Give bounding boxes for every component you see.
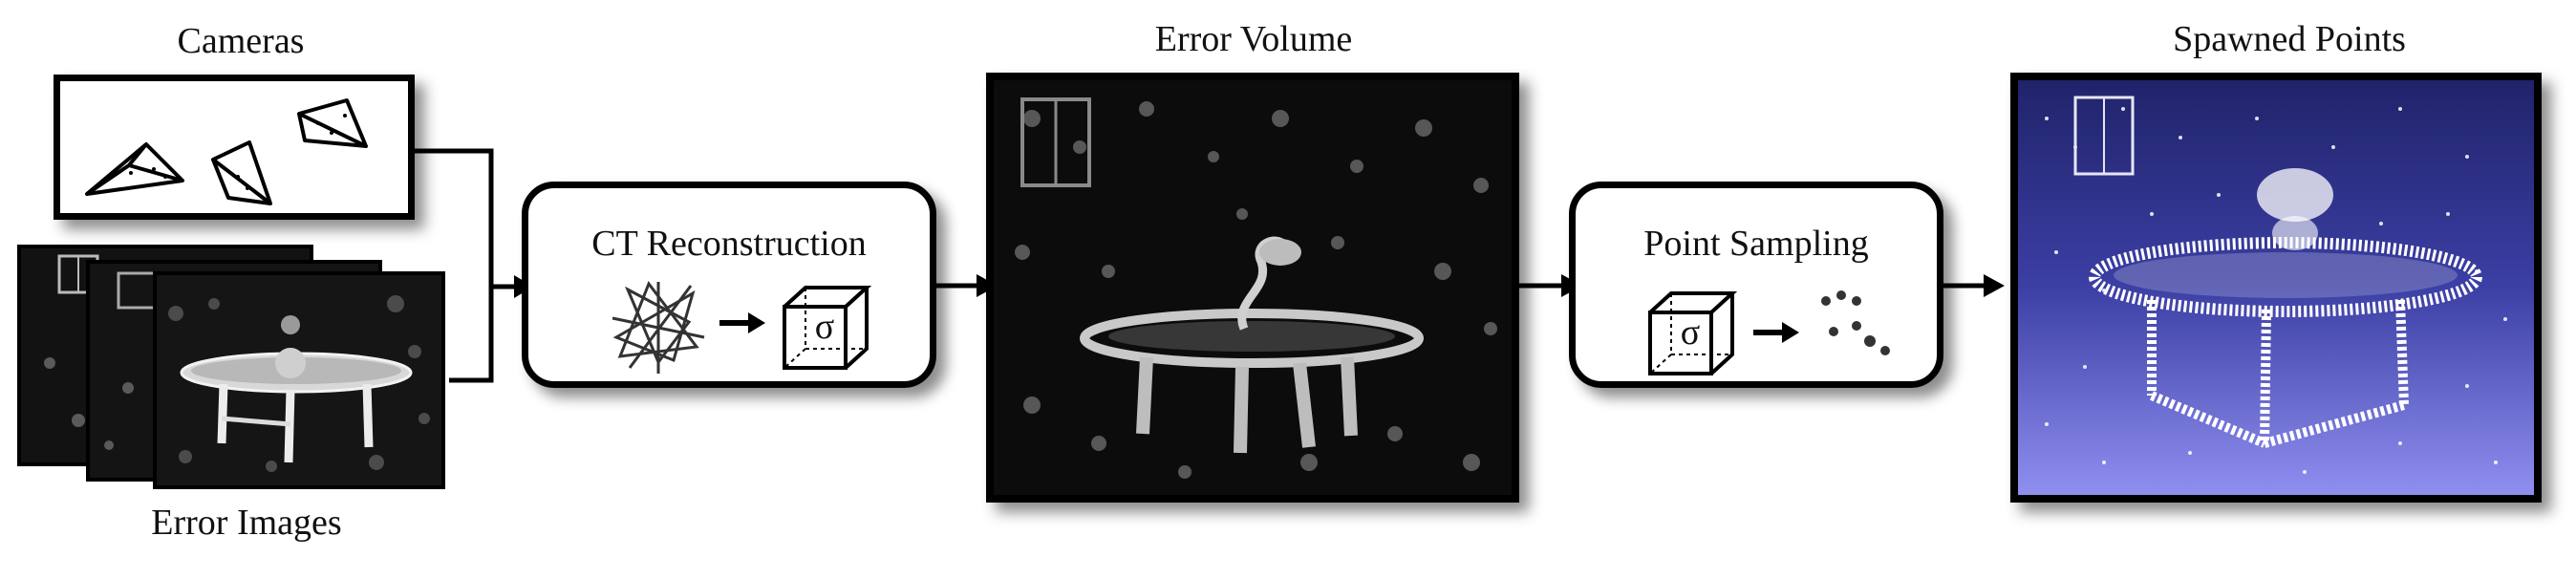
error-volume-label: Error Volume bbox=[1154, 19, 1353, 59]
point-sampling-step: Point Sampling σ bbox=[1569, 182, 1943, 388]
error-images-label: Error Images bbox=[151, 503, 342, 543]
sigma-symbol: σ bbox=[1680, 312, 1701, 353]
arrow-right-icon bbox=[1940, 274, 2005, 297]
arrow-right-icon bbox=[1753, 322, 1799, 343]
error-volume-image bbox=[986, 73, 1519, 503]
input-connector bbox=[415, 148, 533, 383]
cube-icon bbox=[1648, 291, 1738, 375]
arrow-right-icon bbox=[719, 312, 765, 333]
cube-icon bbox=[783, 286, 872, 370]
error-image-front bbox=[153, 271, 445, 489]
cameras-panel bbox=[54, 75, 415, 220]
ct-reconstruction-step: CT Reconstruction σ bbox=[522, 182, 936, 388]
camera-frustum-icon bbox=[85, 98, 368, 205]
cameras-label: Cameras bbox=[177, 21, 305, 61]
spawned-points-label: Spawned Points bbox=[2173, 19, 2406, 59]
projection-rays-icon bbox=[612, 280, 705, 374]
ct-reconstruction-title: CT Reconstruction bbox=[591, 224, 867, 264]
sigma-symbol: σ bbox=[814, 307, 835, 347]
point-cloud-icon bbox=[1821, 290, 1890, 355]
point-sampling-title: Point Sampling bbox=[1643, 224, 1869, 264]
spawned-points-image bbox=[2010, 73, 2542, 503]
